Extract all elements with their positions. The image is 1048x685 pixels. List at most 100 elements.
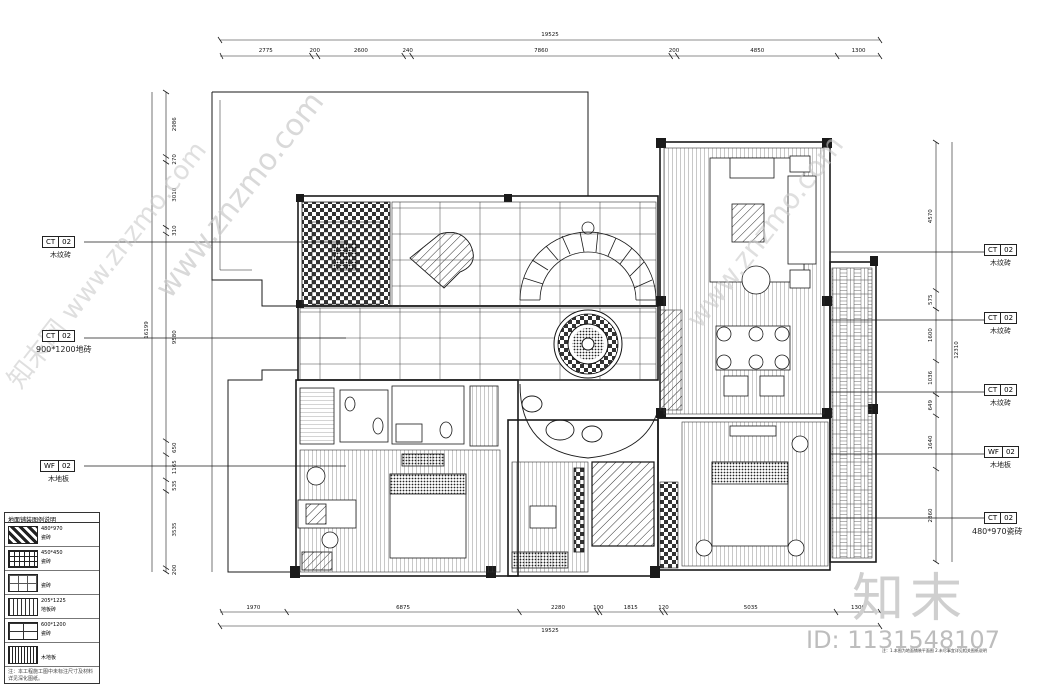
right-dimension-label: 4570 [928,209,934,223]
dimension-tick [932,306,940,312]
dimension-lines [151,39,953,627]
legend-material: 地板砖 [41,607,57,613]
callout-right-5-caption: 480*970瓷砖 [972,527,1023,536]
legend-row: 瓷砖 [5,571,99,595]
top-dimension-label: 240 [402,48,413,54]
top-dimension-label: 200 [669,48,680,54]
dimension-tick [162,224,170,230]
closet-strip [659,481,679,569]
dimension-tick [932,392,940,398]
legend-material: 瓷砖 [41,631,52,637]
bottom-dimension-label: 120 [658,605,669,611]
dimension-tick [877,608,883,616]
dimension-tick [877,622,883,630]
left-dimension-label: 2986 [172,117,178,131]
top-total-dimension: 19525 [541,32,559,38]
right-dimension-label: 1640 [928,435,934,449]
bottom-total-dimension: 19525 [541,628,559,634]
left-dimension-label: 200 [172,564,178,575]
callout-right-4-caption: 木地板 [990,461,1011,469]
legend-material: 木地板 [41,655,57,661]
dimension-tick [659,608,664,616]
dimension-tick [162,489,170,494]
legend-title: 地面铺装图例说明 [5,513,99,524]
dimension-tick [162,438,170,444]
legend-material: 瓷砖 [41,535,52,541]
left-dimension-label: 1165 [172,460,178,474]
left-dimension-label: 3535 [172,522,178,536]
legend-swatch [8,622,38,640]
legend-swatch [8,550,38,568]
dimension-tick [284,608,290,616]
legend-size: 480*970 [41,526,63,532]
left-dimension-label: 310 [172,225,178,236]
top-dimension-ticks [162,36,940,630]
balcony-floor [831,267,873,559]
dimension-tick [219,608,224,616]
bedroom-mid-furniture [511,467,585,569]
dimension-tick [162,477,170,483]
legend-swatch [8,574,38,592]
dimension-tick [162,159,170,165]
legend-row: 205*1225 地板砖 [5,595,99,619]
dimension-tick [409,52,414,60]
dimension-tick [517,608,522,616]
right-dimension-label: 2860 [928,508,934,522]
top-dimension-label: 2600 [354,48,368,54]
dimension-tick [834,52,840,60]
dimension-tick [594,608,599,616]
dimension-tick [162,565,170,571]
room-study [301,201,391,307]
legend-row: 600*1200 瓷砖 [5,619,99,643]
dimension-tick [217,36,223,44]
dimension-tick [932,413,940,419]
bedroom-left-furniture [297,453,467,571]
dimension-tick [932,288,940,293]
top-dimension-label: 200 [310,48,321,54]
legend-swatch [8,598,38,616]
bottom-dimension-label: 6875 [396,605,410,611]
dimension-tick [597,608,603,616]
callout-right-3-caption: 木纹砖 [990,399,1011,407]
dimension-tick [877,36,883,44]
callout-right-2-caption: 木纹砖 [990,327,1011,335]
dimension-tick [217,622,223,630]
right-dimension-label: 575 [928,294,934,305]
legend-size: 450*450 [41,550,63,556]
bottom-dimension-label: 1815 [624,605,638,611]
top-dimension-label: 7860 [534,48,548,54]
site-outline [211,91,589,573]
left-dimension-label: 3010 [172,187,178,201]
dimension-tick [663,608,668,616]
dimension-tick [219,52,224,60]
dimension-tick [932,139,940,145]
right-dimension-label: 649 [928,400,934,411]
callout-leaders [84,241,984,519]
top-dimension-label: 2775 [259,48,273,54]
dimension-tick [932,466,940,472]
legend-material: 瓷砖 [41,583,52,589]
right-total-dimension: 12310 [954,341,960,359]
brand-watermark: 知末 [852,569,969,629]
bedroom-right-furniture [695,425,809,557]
callout-left-2-caption: 900*1200地砖 [36,345,92,354]
legend-row: 480*970 瓷砖 [5,523,99,547]
legend-swatch [8,646,38,664]
id-watermark: ID: 1131548107 [806,626,1000,654]
callout-right-1-caption: 木纹砖 [990,259,1011,267]
bottom-dimension-label: 5035 [744,605,758,611]
left-dimension-label: 535 [172,480,178,491]
dimension-tick [162,154,170,159]
dimension-tick [401,52,407,60]
legend-swatch [8,526,38,544]
left-dimension-label: 9580 [172,330,178,344]
left-dimension-label: 270 [172,154,178,165]
dimension-tick [162,569,170,575]
